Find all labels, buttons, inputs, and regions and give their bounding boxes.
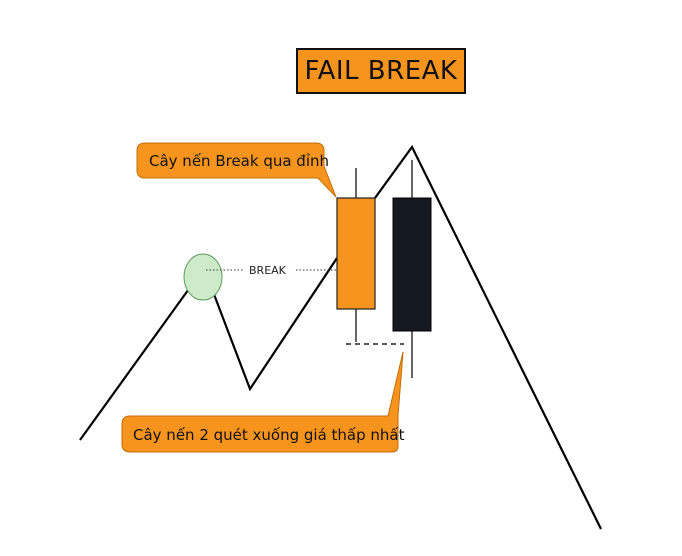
candle-1-body [336,197,376,310]
price-path-top [374,144,602,530]
callout-bottom [121,351,404,453]
break-label: BREAK [249,264,287,277]
previous-high-marker [183,253,223,301]
title-box: FAIL BREAK [296,48,466,94]
page-title: FAIL BREAK [304,56,458,86]
callout-bottom-text: Cây nến 2 quét xuống giá thấp nhất [133,426,405,444]
callout-top [136,142,337,198]
price-path [79,257,338,441]
callout-top-text: Cây nến Break qua đỉnh [149,152,329,170]
candle-2-body [392,197,432,332]
